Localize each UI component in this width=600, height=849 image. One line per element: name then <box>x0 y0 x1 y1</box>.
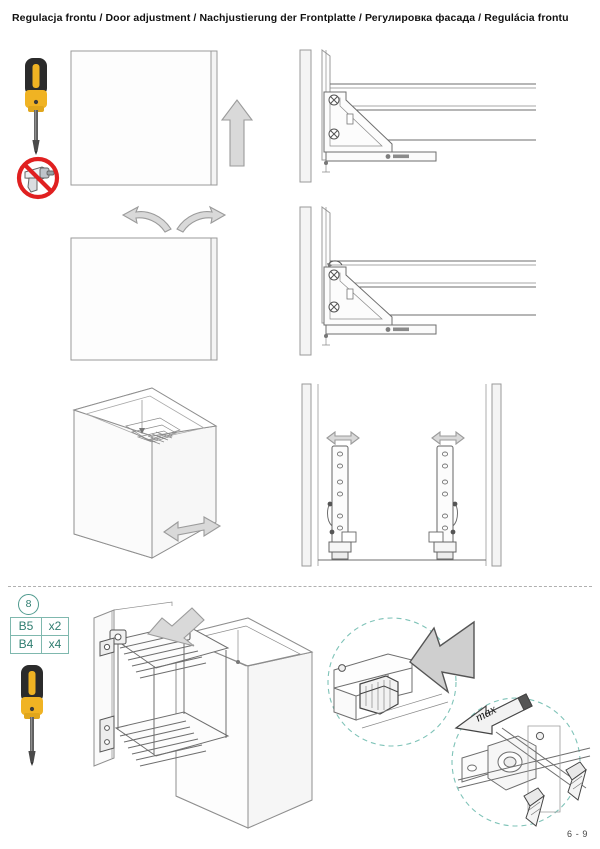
screw-icon-1 <box>565 761 587 801</box>
part-code: B5 <box>10 617 42 636</box>
slide-bracket-tilt-detail <box>296 205 546 365</box>
door-front-panel-tilt <box>70 205 285 365</box>
screw-icon-lower <box>328 301 340 313</box>
section-divider <box>8 586 592 587</box>
table-row: B4 x4 <box>10 635 69 654</box>
left-right-arrow-icon-right <box>431 430 465 446</box>
part-code: B4 <box>10 635 42 654</box>
bracket-left <box>327 445 357 560</box>
clip-component <box>359 675 399 715</box>
push-arrow-icon <box>147 607 205 647</box>
parts-list-table: B5 x2 B4 x4 <box>10 617 69 654</box>
door-front-panel-height <box>70 48 285 193</box>
left-right-arrow-icon <box>163 516 222 543</box>
step-number-badge: 8 <box>18 594 39 615</box>
slide-bracket-front-fixing-detail <box>296 48 546 193</box>
press-arrow-icon <box>409 620 475 694</box>
screw-icon-upper <box>328 94 340 106</box>
screw-icon-2 <box>523 787 545 827</box>
left-right-arrow-icon-left <box>326 430 360 446</box>
rotation-arrows-icon <box>121 205 227 233</box>
callout-clip-release-detail <box>322 616 482 776</box>
tool-icons-group <box>8 50 64 200</box>
front-bracket-clip-top <box>99 629 127 657</box>
rotation-indicator-icon <box>327 260 343 268</box>
screwdriver-icon-step8 <box>14 663 54 773</box>
front-brackets-pair-detail <box>296 382 546 572</box>
screwdriver-icon <box>25 58 47 155</box>
cabinet-isometric-lateral <box>64 382 289 572</box>
brand-mark <box>385 154 409 159</box>
bracket-right <box>428 445 458 560</box>
part-qty: x4 <box>41 635 69 654</box>
part-qty: x2 <box>41 617 69 636</box>
screw-icon-upper <box>328 269 340 281</box>
no-power-drill-icon <box>16 156 60 200</box>
page-title: Regulacja frontu / Door adjustment / Nac… <box>12 12 569 24</box>
page-number: 6 - 9 <box>566 829 588 839</box>
front-bracket-clip-bottom <box>99 715 115 753</box>
screw-icon-lower <box>328 128 340 140</box>
up-arrow-icon <box>220 99 254 167</box>
pull-out-basket-door-mounting-illustration <box>88 600 328 832</box>
callout-screw-fixing-detail: max <box>440 692 600 842</box>
max-arrow-icon <box>454 693 533 735</box>
callout-circle <box>327 617 457 747</box>
brand-mark <box>385 327 409 332</box>
table-row: B5 x2 <box>10 617 69 636</box>
